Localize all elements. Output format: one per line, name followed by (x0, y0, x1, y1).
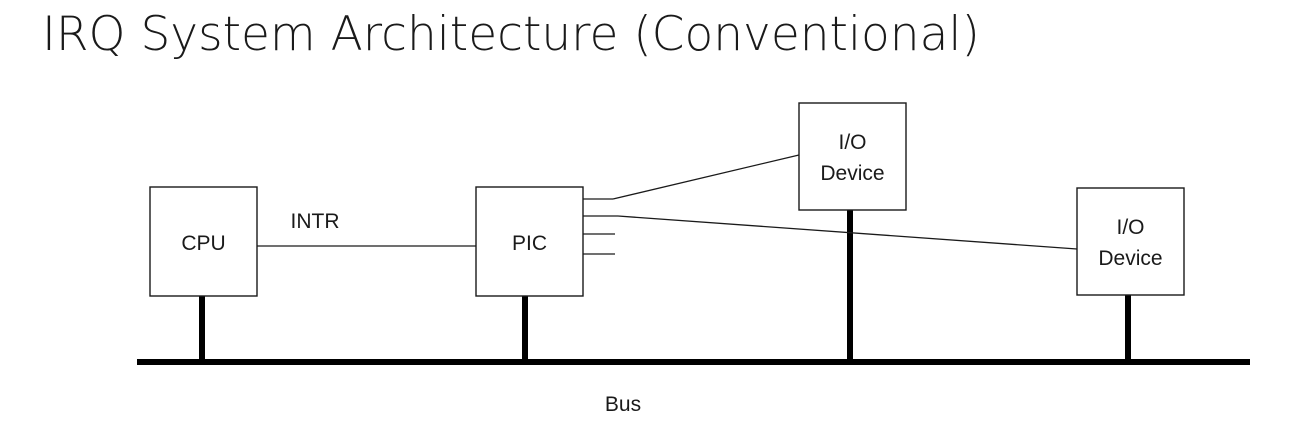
irq-line-to-io-device-1-diagonal (612, 154, 800, 200)
irq-line-to-io-device-2-diagonal (617, 215, 1078, 250)
io-device-2-label-line-2: Device (1098, 247, 1162, 270)
io-device-2-box (1076, 187, 1185, 296)
io-device-1-box (798, 102, 907, 211)
pic-box (475, 186, 584, 297)
bus-label: Bus (605, 393, 641, 416)
io-device-1-label-line-2: Device (820, 162, 884, 185)
intr-label: INTR (291, 210, 340, 233)
pic-label: PIC (512, 232, 547, 255)
io-device-2-label-line-1: I/O (1116, 216, 1144, 239)
slide-title: IRQ System Architecture (Conventional) (42, 7, 980, 62)
cpu-box (149, 186, 258, 297)
io-device-1-label-line-1: I/O (838, 131, 866, 154)
cpu-label: CPU (181, 232, 225, 255)
